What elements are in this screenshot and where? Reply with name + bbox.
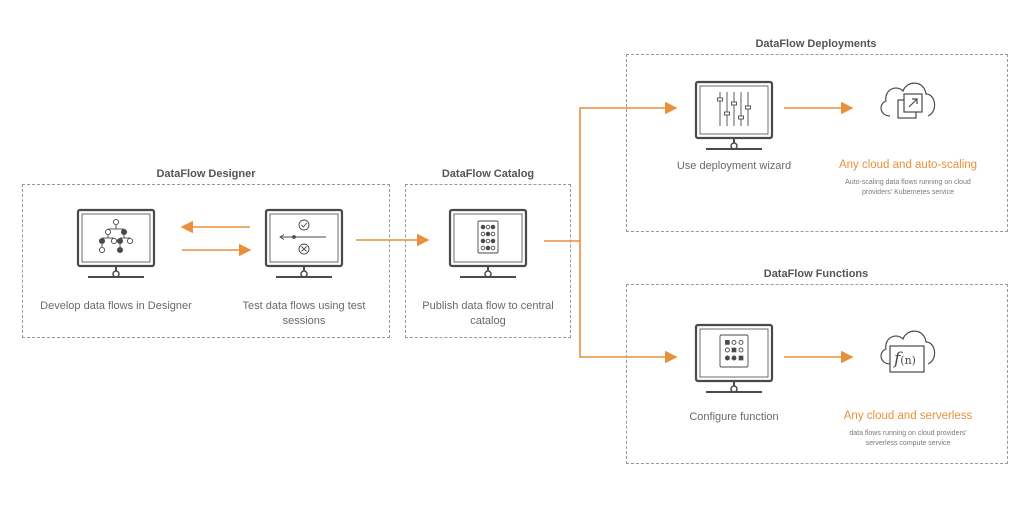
test-caption: Test data flows using test sessions xyxy=(242,300,366,327)
cloud-icon xyxy=(880,330,936,365)
catalog-monitor-icon xyxy=(448,208,528,279)
arrow-catalog-to-deploy xyxy=(579,101,678,241)
catalog-icon xyxy=(477,220,499,254)
designer-caption: Develop data flows in Designer xyxy=(40,300,192,312)
function-monitor-icon xyxy=(694,323,774,394)
catalog-title: DataFlow Catalog xyxy=(441,168,535,180)
designer-box xyxy=(22,184,390,338)
function-symbol: f(n) xyxy=(894,349,916,369)
tree-icon xyxy=(98,218,134,254)
deploy-target-title: Any cloud and auto-scaling xyxy=(838,159,978,171)
grid-icon xyxy=(719,334,749,368)
function-icon xyxy=(889,345,925,373)
function-caption: Configure function xyxy=(689,411,779,423)
cloud-scaling-icon xyxy=(880,82,936,119)
external-link-icon xyxy=(897,93,923,119)
deployments-title: DataFlow Deployments xyxy=(755,38,877,50)
arrow-catalog-to-function xyxy=(579,241,678,364)
check-icon xyxy=(298,219,310,231)
function-target-title: Any cloud and serverless xyxy=(843,410,973,422)
deployment-caption: Use deployment wizard xyxy=(676,160,792,172)
sliders-icon xyxy=(717,92,751,126)
catalog-box xyxy=(405,184,571,338)
cloud-icon xyxy=(880,82,936,117)
function-target-desc: data flows running on cloud providers' s… xyxy=(849,430,967,447)
cancel-icon xyxy=(298,243,310,255)
cloud-function-icon xyxy=(880,330,936,373)
deployment-monitor-icon xyxy=(694,80,774,151)
designer-title: DataFlow Designer xyxy=(156,168,256,180)
deploy-target-desc: Auto-scaling data flows running on cloud… xyxy=(845,179,971,196)
deployments-box xyxy=(626,54,1008,232)
function-subscript: (n) xyxy=(900,354,916,367)
functions-title: DataFlow Functions xyxy=(763,268,869,280)
designer-monitor-icon xyxy=(76,208,156,279)
catalog-caption: Publish data flow to central catalog xyxy=(422,300,554,327)
test-monitor-icon xyxy=(264,208,344,279)
functions-box xyxy=(626,284,1008,464)
